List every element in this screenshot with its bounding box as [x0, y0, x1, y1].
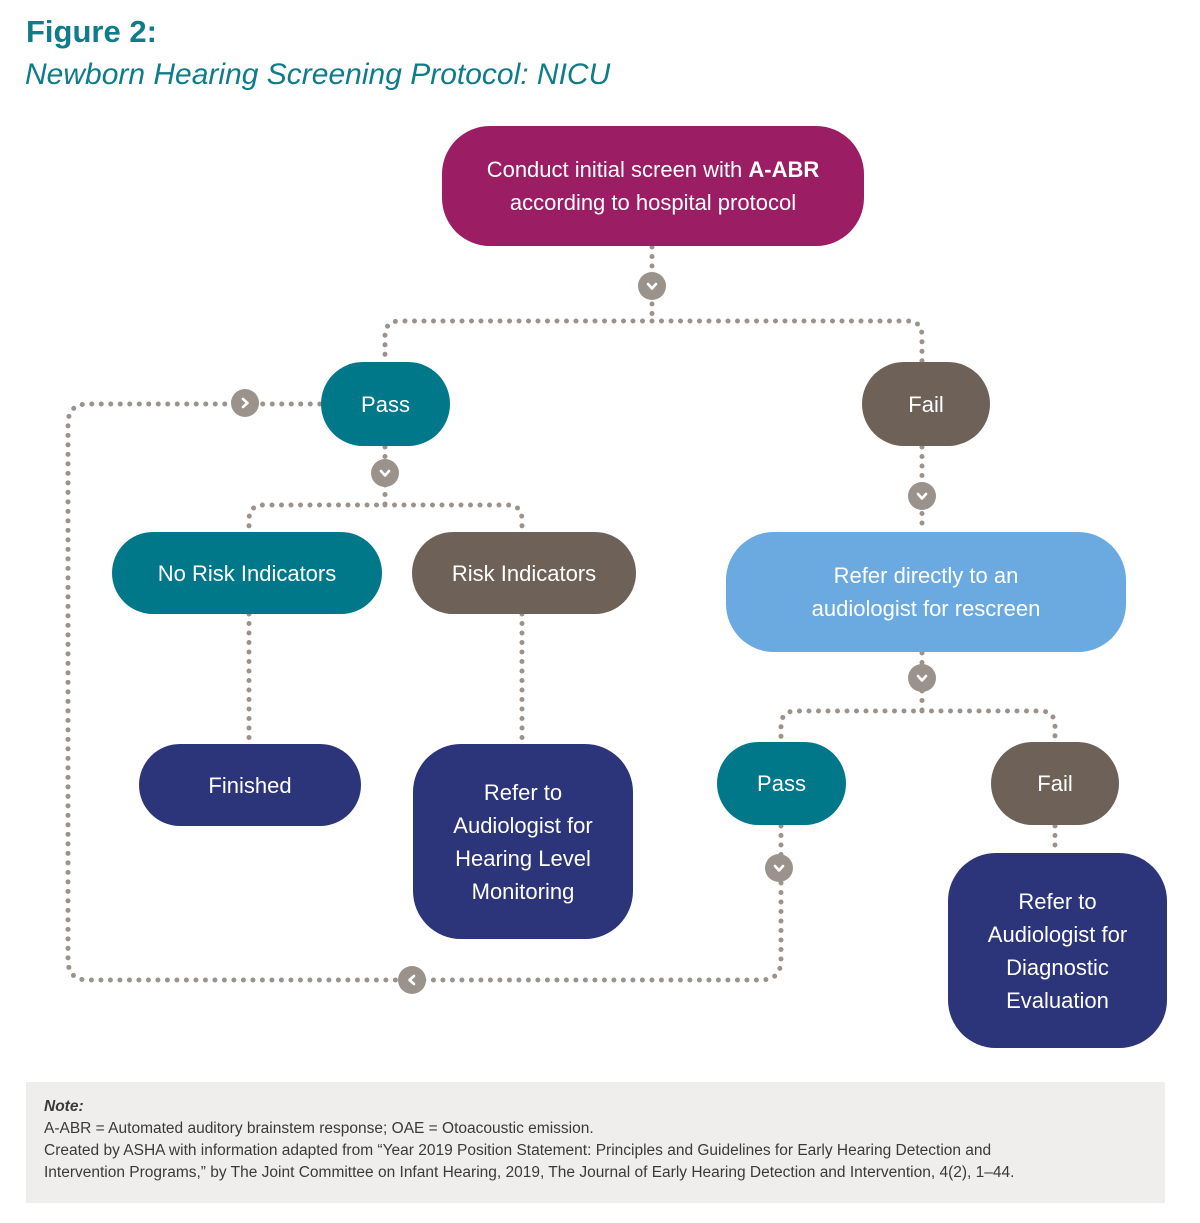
- note-line-2: Created by ASHA with information adapted…: [44, 1142, 992, 1159]
- node-finished: Finished: [139, 744, 361, 826]
- connector-pass2-loop: [65, 401, 784, 983]
- node-no-risk-indicators: No Risk Indicators: [112, 532, 382, 614]
- node-risk-indicators: Risk Indicators: [412, 532, 636, 614]
- note-line-3: Intervention Programs,” by The Joint Com…: [44, 1164, 1015, 1181]
- chevron-down-icon: [371, 459, 399, 487]
- monitoring-line-2: Audiologist for: [453, 812, 593, 838]
- node-fail-initial: Fail: [862, 362, 990, 446]
- chevron-down-icon: [908, 482, 936, 510]
- initial-text-bold: A-ABR: [748, 157, 820, 182]
- finished-label: Finished: [208, 772, 292, 798]
- node-initial-screen: Conduct initial screen with A-ABR accord…: [442, 126, 864, 246]
- monitoring-line-4: Monitoring: [471, 878, 575, 904]
- node-refer-diagnostic: Refer to Audiologist for Diagnostic Eval…: [948, 853, 1167, 1048]
- figure-title: Newborn Hearing Screening Protocol: NICU: [25, 58, 611, 91]
- node-pass-initial: Pass: [321, 362, 450, 446]
- initial-text: Conduct initial screen with: [486, 157, 749, 182]
- note-line-1: A-ABR = Automated auditory brainstem res…: [44, 1120, 594, 1137]
- diagnostic-line-3: Diagnostic: [1006, 954, 1109, 980]
- fail-rescreen-label: Fail: [1037, 771, 1073, 796]
- node-pass-rescreen: Pass: [717, 742, 846, 825]
- fail-initial-label: Fail: [908, 391, 944, 417]
- diagnostic-line-1: Refer to: [1018, 888, 1097, 914]
- monitoring-line-1: Refer to: [483, 779, 563, 805]
- note-box: Note: A-ABR = Automated auditory brainst…: [26, 1082, 1165, 1203]
- chevron-down-icon: [765, 854, 793, 882]
- figure-label: Figure 2:: [26, 14, 157, 49]
- chevron-right-icon: [231, 389, 259, 417]
- pass-rescreen-label: Pass: [757, 771, 806, 796]
- node-refer-rescreen: Refer directly to an audiologist for res…: [726, 532, 1126, 652]
- chevron-left-icon: [398, 966, 426, 994]
- connector-initial-split: [382, 244, 925, 365]
- no-risk-label: No Risk Indicators: [157, 560, 337, 586]
- pass-initial-label: Pass: [361, 391, 410, 417]
- connector-rescreen-split: [778, 650, 1058, 745]
- diagnostic-line-4: Evaluation: [1006, 987, 1109, 1013]
- risk-label: Risk Indicators: [451, 560, 597, 586]
- initial-text-line2: according to hospital protocol: [509, 190, 797, 215]
- rescreen-line-2: audiologist for rescreen: [811, 596, 1041, 621]
- rescreen-line-1: Refer directly to an: [833, 563, 1019, 588]
- monitoring-line-3: Hearing Level: [455, 845, 591, 871]
- diagnostic-line-2: Audiologist for: [987, 921, 1128, 947]
- chevron-down-icon: [908, 664, 936, 692]
- connector-pass1-split: [246, 444, 525, 535]
- node-refer-monitoring: Refer to Audiologist for Hearing Level M…: [413, 744, 633, 939]
- node-fail-rescreen: Fail: [991, 742, 1119, 825]
- note-heading: Note:: [44, 1098, 84, 1115]
- chevron-down-icon: [638, 272, 666, 300]
